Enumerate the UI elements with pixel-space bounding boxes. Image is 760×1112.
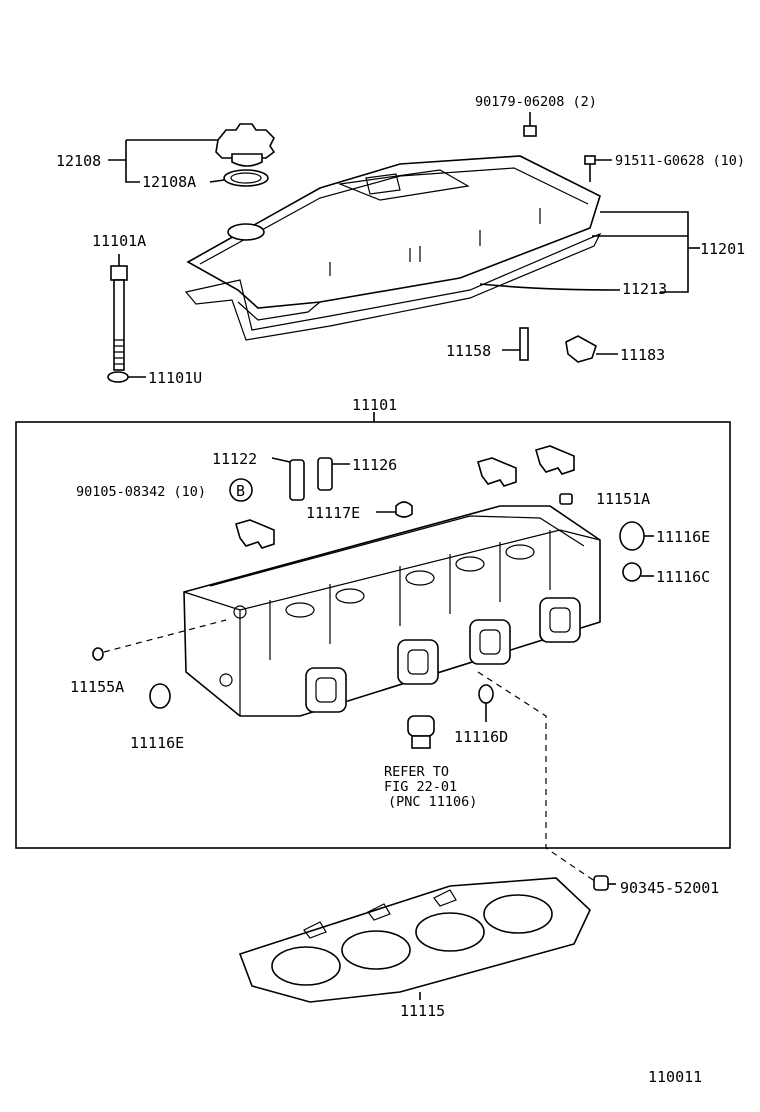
label-11115: 11115 [400,1002,445,1020]
camshaft-seal-ref [407,715,435,749]
plug-11116e-right [619,521,654,551]
camshaft-bearing-cap-2 [477,457,517,487]
refer-note-line3: (PNC 11106) [388,794,477,810]
pin-11151a [559,493,573,505]
engine-hanger-11183 [565,335,618,363]
pin-11155a [92,619,227,661]
valve-guide-11122 [271,457,305,501]
stud-91511 [584,155,612,182]
plug-11116d [478,684,494,722]
assembly-frame-11101 [15,421,731,849]
label-11122: 11122 [212,450,257,468]
label-11117e: 11117E [306,504,360,522]
plug-11116c [622,562,654,582]
label-91511: 91511-G0628 (10) [615,153,745,169]
reference-b-callout [229,478,253,502]
label-11116e-right: 11116E [656,528,710,546]
label-11101: 11101 [352,396,397,414]
head-bolt-11101a [110,254,128,371]
filler-cap-gasket-12108a [223,169,269,187]
label-11101u: 11101U [148,369,202,387]
label-11155a: 11155A [70,678,124,696]
label-90105: 90105-08342 (10) [76,484,206,500]
label-11151a: 11151A [596,490,650,508]
refer-note-line2: FIG 22-01 [384,779,457,795]
plug-90345 [593,875,616,891]
dashed-leader-90345 [477,671,597,883]
label-12108a: 12108A [142,173,196,191]
label-11116c: 11116C [656,568,710,586]
stud-11158 [502,327,529,361]
plug-11116e-left [149,683,171,709]
label-11183: 11183 [620,346,665,364]
bolt-90179 [523,112,537,137]
label-12108: 12108 [56,152,101,170]
camshaft-bearing-cap [235,519,275,549]
label-11116e-left: 11116E [130,734,184,752]
valve-guide-11126 [317,457,350,491]
refer-note-line1: REFER TO [384,764,449,780]
label-11158: 11158 [446,342,491,360]
oil-filler-cap-12108 [215,123,276,167]
head-gasket-11115 [238,877,591,1003]
cylinder-head-11101 [183,505,601,717]
cylinder-head-cover-11201 [186,155,601,321]
bracket-12108 [125,139,218,183]
plug-11117e [376,501,413,518]
label-b-ref: B [236,482,245,500]
label-11126: 11126 [352,456,397,474]
label-11101a: 11101A [92,232,146,250]
camshaft-bearing-cap-3 [535,445,575,475]
label-11116d: 11116D [454,728,508,746]
label-11213: 11213 [622,280,667,298]
label-90179: 90179-06208 (2) [475,94,597,110]
label-11201: 11201 [700,240,745,258]
head-cover-gasket-11213 [184,232,602,341]
figure-number: 110011 [648,1068,702,1086]
washer-11101u [107,371,146,383]
label-90345: 90345-52001 [620,879,719,897]
